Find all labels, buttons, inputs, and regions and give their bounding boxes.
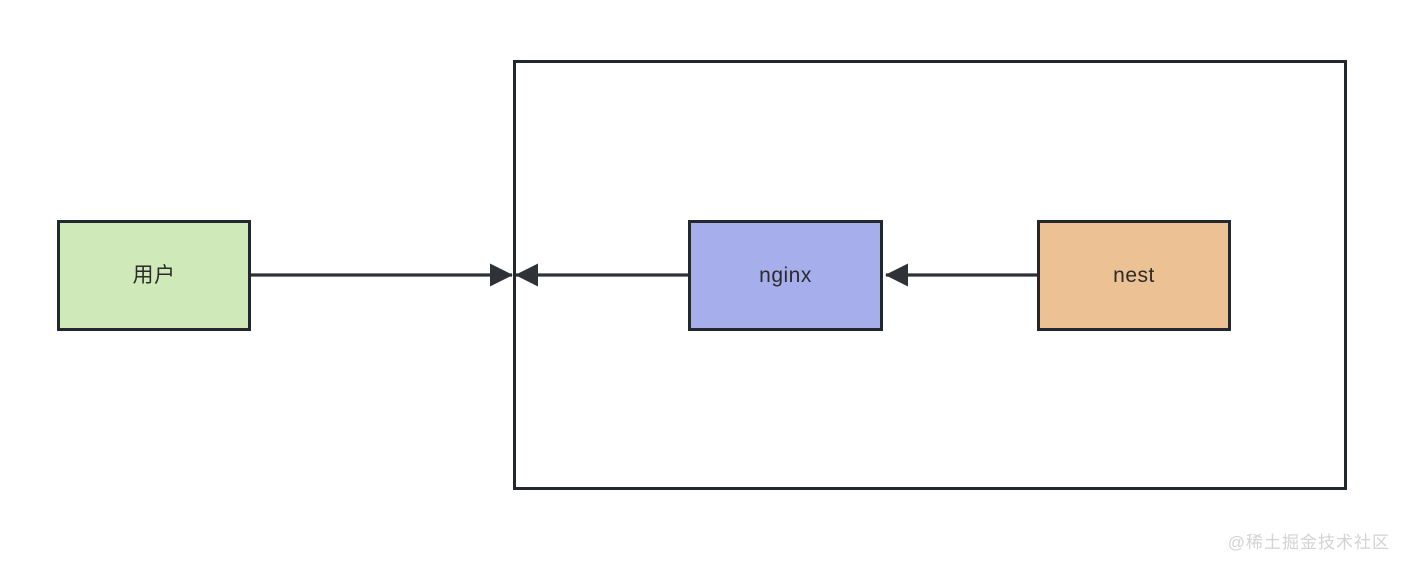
node-user[interactable]: 用户 bbox=[57, 220, 251, 331]
node-nginx[interactable]: nginx bbox=[688, 220, 883, 331]
node-nginx-label: nginx bbox=[759, 264, 812, 287]
watermark: @稀土掘金技术社区 bbox=[1227, 533, 1390, 552]
node-nest-label: nest bbox=[1113, 264, 1155, 287]
node-user-label: 用户 bbox=[132, 264, 176, 287]
node-nest[interactable]: nest bbox=[1037, 220, 1231, 331]
